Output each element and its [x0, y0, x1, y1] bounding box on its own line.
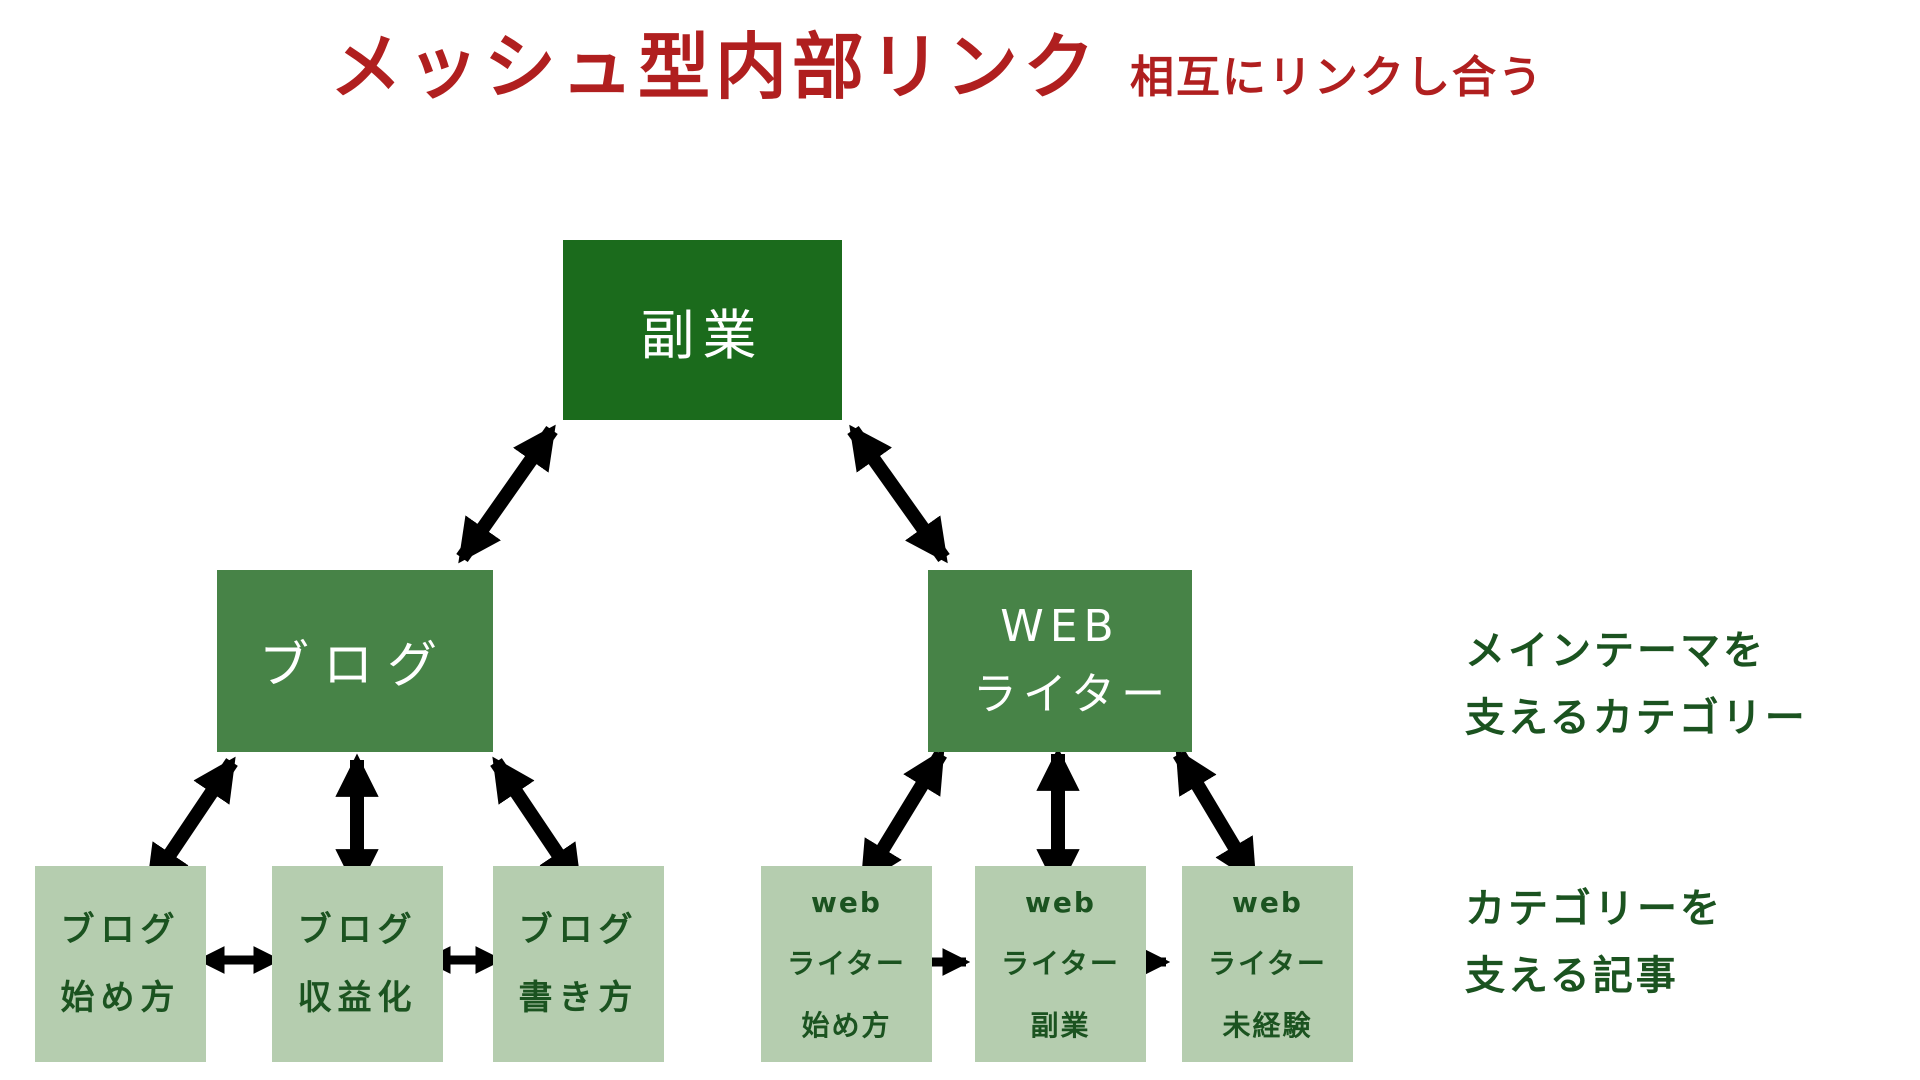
node-blog: ブログ [217, 570, 493, 752]
annotation-line: 支える記事 [1465, 953, 1679, 1000]
arrow-writer-hajimekata [858, 748, 947, 886]
node-blog-kakikata: ブログ 書き方 [493, 866, 664, 1062]
label-line: 収益化 [297, 978, 418, 1018]
node-webwriter-fukugyo: web ライター 副業 [975, 866, 1146, 1062]
arrow-root-blog [456, 424, 558, 564]
label-line: ライター [1208, 947, 1327, 981]
label-line: 始め方 [801, 1008, 892, 1042]
annotation-line: カテゴリーを [1465, 886, 1723, 932]
node-web-writer-line2: ライター [972, 669, 1172, 720]
node-blog-hajimekata: ブログ 始め方 [35, 866, 206, 1062]
node-web-writer: WEB ライター [928, 570, 1192, 752]
node-webwriter-mikeiken: web ライター 未経験 [1182, 866, 1353, 1062]
node-web-writer-line1: WEB [1000, 600, 1120, 652]
annotation-line: 支えるカテゴリー [1465, 695, 1808, 742]
label-line: ブログ [60, 910, 181, 950]
label-line: 副業 [1030, 1008, 1091, 1042]
label-line: ライター [787, 947, 906, 981]
label-line: 書き方 [518, 978, 639, 1018]
label-line: web [1025, 885, 1096, 919]
title-block: メッシュ型内部リンク 相互にリンクし合う [330, 26, 1544, 109]
annotation-articles: カテゴリーを 支える記事 [1465, 876, 1723, 1010]
page-title: メッシュ型内部リンク [330, 25, 1101, 109]
node-webwriter-hajimekata: web ライター 始め方 [761, 866, 932, 1062]
arrow-writer-mikeiken [1172, 748, 1260, 884]
label-line: web [811, 885, 882, 919]
label-line: ブログ [518, 910, 639, 950]
label-line: ライター [1001, 947, 1120, 981]
arrow-root-writer [847, 424, 950, 564]
node-fukugyo: 副業 [563, 240, 842, 420]
label-line: web [1232, 885, 1303, 919]
node-fukugyo-label: 副業 [640, 303, 765, 367]
node-blog-label: ブログ [259, 636, 451, 694]
label-line: ブログ [297, 910, 418, 950]
label-line: 未経験 [1222, 1008, 1313, 1042]
page-subtitle: 相互にリンクし合う [1130, 52, 1545, 103]
annotation-line: メインテーマを [1465, 628, 1766, 674]
label-line: 始め方 [60, 978, 181, 1018]
annotation-categories: メインテーマを 支えるカテゴリー [1465, 618, 1808, 752]
node-blog-shuekika: ブログ 収益化 [272, 866, 443, 1062]
